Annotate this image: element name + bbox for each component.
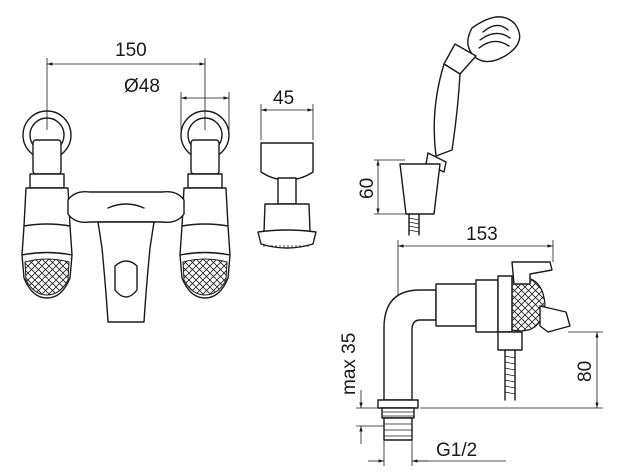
- diverter-lever: [511, 261, 553, 285]
- dimension-150: 150: [46, 40, 206, 130]
- dimension-80: 80: [420, 331, 603, 409]
- dimension-150-label: 150: [115, 40, 147, 61]
- dimension-g-half-label: G1/2: [436, 440, 477, 461]
- dimension-max-35: max 35: [339, 333, 384, 444]
- dimension-60: 60: [357, 159, 405, 215]
- valve-body: [435, 283, 477, 327]
- front-view: 150 Ø48: [21, 40, 231, 323]
- elbow-pipe: [383, 289, 437, 401]
- mixer-body: [67, 190, 185, 323]
- dimension-80-label: 80: [575, 361, 596, 382]
- dimension-153-label: 153: [466, 224, 498, 245]
- dimension-diameter-48: Ø48: [124, 76, 230, 130]
- dimension-45-label: 45: [273, 88, 294, 109]
- right-valve-column: [179, 139, 231, 299]
- dimension-g-half: G1/2: [368, 440, 506, 466]
- dimension-60-label: 60: [357, 178, 378, 199]
- hand-shower-view: 60: [357, 16, 521, 236]
- left-valve-column: [21, 139, 73, 299]
- spout: [539, 305, 571, 333]
- dimension-153: 153: [397, 224, 554, 330]
- dimension-max-35-label: max 35: [339, 333, 360, 395]
- dimension-diameter-48-label: Ø48: [124, 76, 160, 97]
- side-view: 153 max 35: [339, 224, 603, 466]
- wall-holder-view: 45: [257, 88, 317, 249]
- dimension-45: 45: [260, 88, 314, 140]
